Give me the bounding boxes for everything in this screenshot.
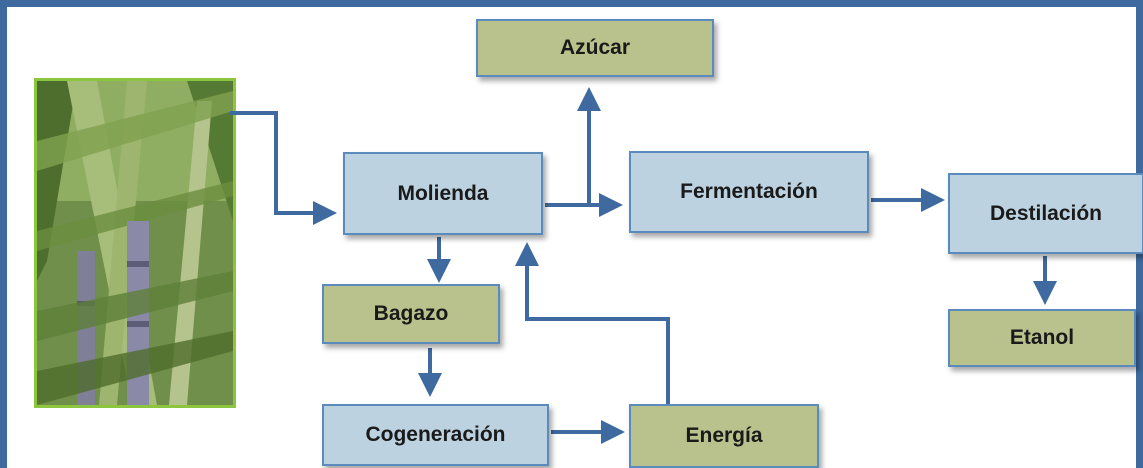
node-destilacion: Destilación xyxy=(948,173,1143,254)
flow-arrows xyxy=(230,87,1057,444)
arrow-energia-to-molienda xyxy=(515,242,670,408)
sugarcane-image xyxy=(37,81,233,405)
node-energia: Energía xyxy=(629,404,819,468)
node-molienda: Molienda xyxy=(343,152,543,235)
node-fermentacion: Fermentación xyxy=(629,151,869,233)
node-etanol: Etanol xyxy=(948,309,1136,367)
node-azucar: Azúcar xyxy=(476,19,714,77)
sugarcane-photo xyxy=(34,78,236,408)
arrow-cane-to-molienda xyxy=(230,111,337,225)
node-cogeneracion: Cogeneración xyxy=(322,404,549,466)
node-bagazo: Bagazo xyxy=(322,284,500,344)
